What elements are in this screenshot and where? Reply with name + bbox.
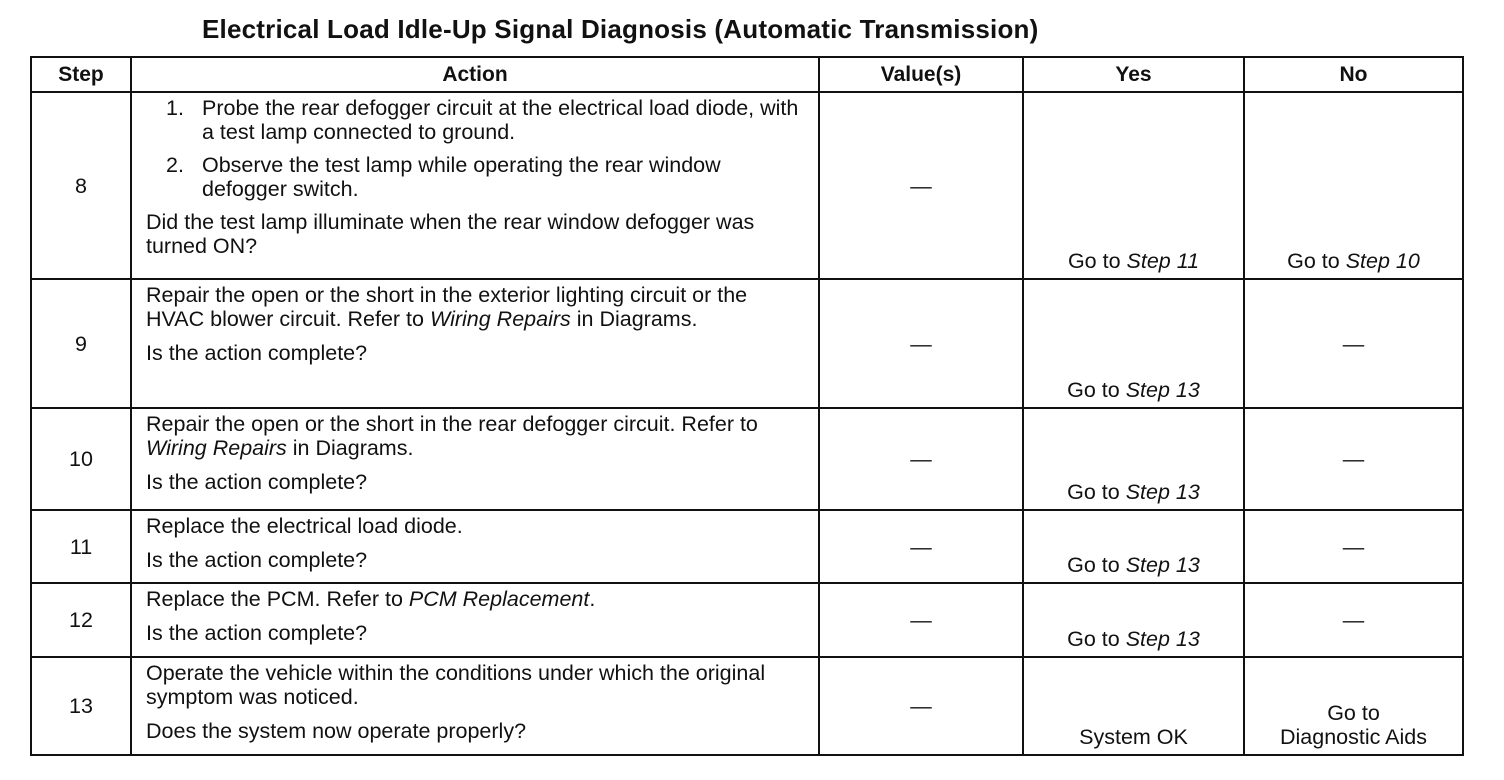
no-line-2: Diagnostic Aids [1280, 725, 1427, 749]
action-instruction: Replace the electrical load diode. [146, 514, 463, 538]
action-instruction: Replace the PCM. Refer to PCM Replacemen… [146, 587, 808, 611]
no-prefix: Go to [1287, 249, 1346, 273]
table-row: 10 Repair the open or the short in the r… [30, 407, 1464, 511]
action-cell: Replace the electrical load diode. Is th… [130, 509, 820, 584]
action-instruction: Repair the open or the short in the rear… [146, 412, 808, 460]
list-item-number: 2. [166, 153, 184, 177]
action-question: Did the test lamp illuminate when the re… [146, 210, 755, 258]
action-cell: Repair the open or the short in the rear… [130, 407, 820, 511]
yes-cell: Go to Step 13 [1022, 509, 1245, 584]
yes-cell: Go to Step 11 [1022, 91, 1245, 280]
table-row: 13 Operate the vehicle within the condit… [30, 656, 1464, 756]
yes-step-reference: Step 13 [1125, 627, 1200, 651]
no-cell: Go to Diagnostic Aids [1243, 656, 1464, 756]
yes-cell: Go to Step 13 [1022, 582, 1245, 658]
step-number: 13 [30, 656, 132, 756]
yes-step-reference: Step 13 [1125, 378, 1200, 402]
action-instruction: Operate the vehicle within the condition… [146, 661, 766, 709]
list-item-text: Observe the test lamp while operating th… [202, 153, 721, 201]
column-header-action: Action [130, 56, 820, 93]
step-number: 12 [30, 582, 132, 658]
action-text-tail: in Diagrams. [570, 307, 698, 331]
yes-step-reference: Step 13 [1125, 553, 1200, 577]
list-item: 1. Probe the rear defogger circuit at th… [146, 96, 808, 144]
yes-prefix: Go to [1067, 378, 1126, 402]
action-cell: Repair the open or the short in the exte… [130, 278, 820, 409]
no-step-reference: Step 10 [1345, 249, 1420, 273]
step-number: 8 [30, 91, 132, 280]
table-row: 12 Replace the PCM. Refer to PCM Replace… [30, 582, 1464, 658]
list-item-text: Probe the rear defogger circuit at the e… [202, 96, 799, 144]
yes-prefix: Go to [1067, 627, 1126, 651]
action-instruction: Repair the open or the short in the exte… [146, 283, 808, 331]
no-line-1: Go to [1327, 701, 1380, 725]
value-cell: — [818, 407, 1024, 511]
value-cell: — [818, 509, 1024, 584]
action-cell: Replace the PCM. Refer to PCM Replacemen… [130, 582, 820, 658]
step-number: 11 [30, 509, 132, 584]
action-reference: PCM Replacement [408, 587, 590, 611]
action-text: Replace the PCM. Refer to [146, 587, 409, 611]
table-header-row: Step Action Value(s) Yes No [30, 56, 1464, 93]
yes-cell: Go to Step 13 [1022, 407, 1245, 511]
no-cell: — [1243, 407, 1464, 511]
action-text: Repair the open or the short in the exte… [146, 283, 748, 331]
column-header-step: Step [30, 56, 132, 93]
value-cell: — [818, 278, 1024, 409]
action-question: Is the action complete? [146, 341, 368, 365]
diagnosis-table: Step Action Value(s) Yes No 8 1. Probe t… [30, 56, 1464, 756]
action-reference: Wiring Repairs [429, 307, 571, 331]
column-header-yes: Yes [1022, 56, 1245, 93]
action-cell: Operate the vehicle within the condition… [130, 656, 820, 756]
step-number: 10 [30, 407, 132, 511]
action-steps-list: 1. Probe the rear defogger circuit at th… [146, 96, 808, 201]
table-row: 9 Repair the open or the short in the ex… [30, 278, 1464, 409]
no-cell: Go to Step 10 [1243, 91, 1464, 280]
action-text: Repair the open or the short in the rear… [146, 412, 758, 436]
yes-cell: System OK [1022, 656, 1245, 756]
no-cell: — [1243, 582, 1464, 658]
value-cell: — [818, 91, 1024, 280]
no-cell: — [1243, 509, 1464, 584]
value-cell: — [818, 656, 1024, 756]
action-question: Does the system now operate properly? [146, 719, 527, 743]
yes-step-reference: Step 13 [1125, 480, 1200, 504]
action-question: Is the action complete? [146, 470, 368, 494]
action-cell: 1. Probe the rear defogger circuit at th… [130, 91, 820, 280]
yes-cell: Go to Step 13 [1022, 278, 1245, 409]
step-number: 9 [30, 278, 132, 409]
table-row: 11 Replace the electrical load diode. Is… [30, 509, 1464, 584]
list-item: 2. Observe the test lamp while operating… [146, 153, 808, 201]
value-cell: — [818, 582, 1024, 658]
action-text-tail: . [589, 587, 596, 611]
yes-prefix: Go to [1067, 249, 1127, 273]
list-item-number: 1. [166, 96, 184, 120]
action-question: Is the action complete? [146, 621, 368, 645]
yes-prefix: Go to [1067, 553, 1126, 577]
action-reference: Wiring Repairs [146, 436, 287, 460]
table-row: 8 1. Probe the rear defogger circuit at … [30, 91, 1464, 280]
column-header-no: No [1243, 56, 1464, 93]
action-question: Is the action complete? [146, 548, 368, 572]
action-text-tail: in Diagrams. [286, 436, 414, 460]
no-cell: — [1243, 278, 1464, 409]
page-title: Electrical Load Idle-Up Signal Diagnosis… [202, 14, 1039, 44]
yes-prefix: Go to [1067, 480, 1126, 504]
column-header-values: Value(s) [818, 56, 1024, 93]
yes-step-reference: Step 11 [1126, 249, 1200, 273]
